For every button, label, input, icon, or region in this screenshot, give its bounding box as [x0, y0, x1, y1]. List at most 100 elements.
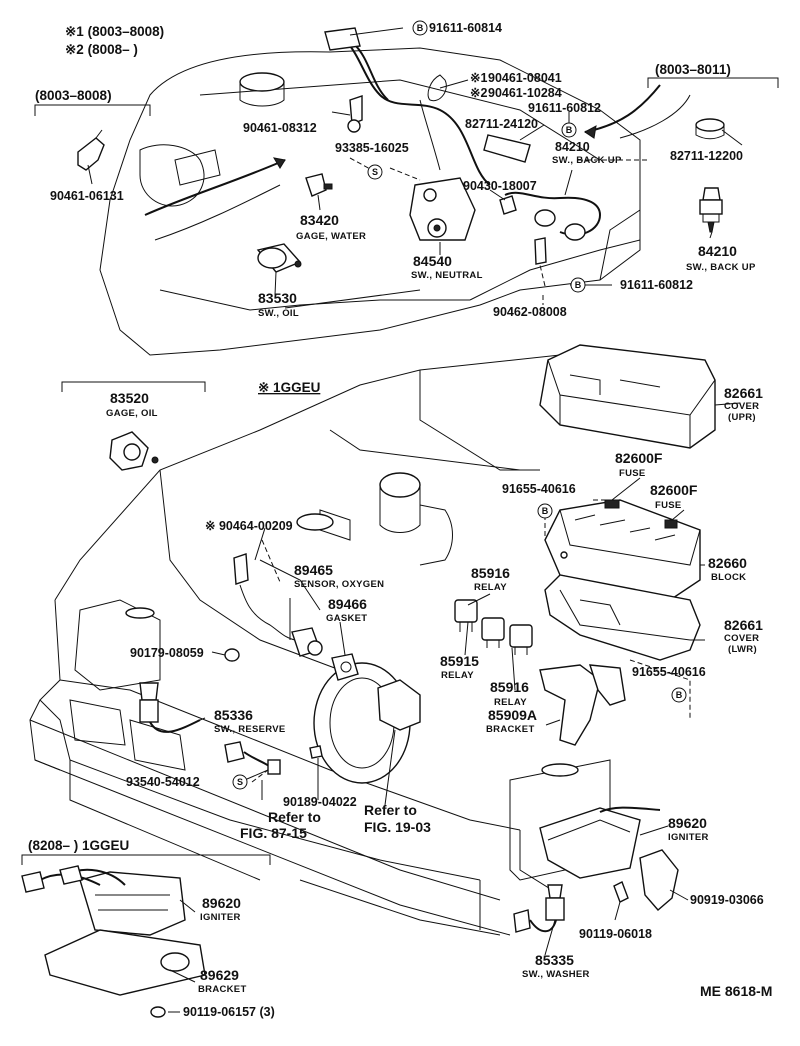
part-number: 89465 — [294, 562, 333, 578]
oxygen-sensor-illustration — [224, 553, 359, 681]
part-number: 84210 — [698, 243, 737, 259]
part-number: 91655-40616 — [632, 665, 706, 679]
part-number: 82660 — [708, 555, 747, 571]
relays-illustration — [454, 599, 533, 655]
part-number: 93385-16025 — [335, 141, 409, 155]
part-number: 85909A — [488, 707, 537, 723]
part-number: 85916 — [490, 679, 529, 695]
part-number: 89620 — [202, 895, 241, 911]
part-name: RELAY — [494, 697, 527, 708]
part-number: 82661 — [724, 617, 763, 633]
part-name: BRACKET — [486, 724, 535, 735]
svg-text:B: B — [676, 690, 683, 700]
part-number: 90461-08041 — [488, 71, 562, 85]
part-number: ※ 90464-00209 — [205, 519, 293, 533]
part-name: SW., OIL — [258, 308, 299, 319]
part-number: 91611-60812 — [620, 278, 693, 292]
diagram-code: ME 8618-M — [700, 983, 772, 999]
part-name: GAGE, OIL — [106, 408, 158, 419]
part-name-2: (LWR) — [728, 644, 757, 655]
part-number: 90461-06131 — [50, 189, 124, 203]
part-name: COVER — [724, 633, 759, 644]
note-2: ※2 (8008– ) — [65, 42, 138, 57]
svg-text:B: B — [566, 125, 573, 135]
svg-text:S: S — [237, 777, 243, 787]
svg-text:S: S — [372, 167, 378, 177]
part-number: 83520 — [110, 390, 149, 406]
svg-text:B: B — [575, 280, 582, 290]
inset-igniter-illustration — [21, 865, 206, 1018]
part-number: 85915 — [440, 653, 479, 669]
washer-switch-illustration — [513, 884, 565, 933]
badge-b: B — [537, 503, 553, 519]
badges: B B S B B B S — [232, 20, 687, 790]
badge-s: S — [367, 164, 383, 180]
badge-b: B — [671, 687, 687, 703]
part-number: 82661 — [724, 385, 763, 401]
part-number: 91655-40616 — [502, 482, 576, 496]
part-name: GASKET — [326, 613, 367, 624]
part-name: SENSOR, OXYGEN — [294, 579, 384, 590]
note-1ggeu: ※ 1GGEU — [258, 380, 320, 395]
part-name: BLOCK — [711, 572, 746, 583]
part-name: BRACKET — [198, 984, 247, 995]
note-1: ※1 (8003–8008) — [65, 24, 164, 39]
part-number: 82600F — [650, 482, 698, 498]
part-number: 89466 — [328, 596, 367, 612]
badge-b: B — [570, 277, 586, 293]
part-name: SW., BACK UP — [552, 155, 622, 166]
part-name: RELAY — [474, 582, 507, 593]
part-number: 91611-60814 — [429, 21, 502, 35]
part-number: 91611-60812 — [528, 101, 601, 115]
oil-gage-illustration — [109, 431, 159, 471]
part-number: 89629 — [200, 967, 239, 983]
leader-lines — [87, 27, 743, 1013]
badge-s: S — [232, 774, 248, 790]
part-name: IGNITER — [200, 912, 241, 923]
part-name: COVER — [724, 401, 759, 412]
part-name: SW., WASHER — [522, 969, 590, 980]
badge-b: B — [561, 122, 577, 138]
part-number: 83530 — [258, 290, 297, 306]
part-labels: 91611-60814 90461-08041 90461-10284 9046… — [50, 21, 764, 1019]
part-number: 82711-12200 — [670, 149, 743, 163]
part-name: FUSE — [655, 500, 682, 511]
engine-block-illustration — [77, 27, 725, 356]
range-inset: (8208– ) 1GGEU — [28, 838, 129, 853]
part-number: 90919-03066 — [690, 893, 764, 907]
part-name-2: (UPR) — [728, 412, 756, 423]
part-number: 90179-08059 — [130, 646, 204, 660]
part-number: 90189-04022 — [283, 795, 357, 809]
part-number: 93540-54012 — [126, 775, 200, 789]
part-name: SW., BACK UP — [686, 262, 756, 273]
part-number: 85916 — [471, 565, 510, 581]
part-number: 85336 — [214, 707, 253, 723]
relay-bracket-illustration — [539, 664, 626, 746]
figure-references: Refer to FIG. 87-15 Refer to FIG. 19-03 — [240, 802, 431, 841]
part-name: GAGE, WATER — [296, 231, 366, 242]
svg-text:B: B — [417, 23, 424, 33]
star-1: ※1 — [470, 71, 487, 85]
part-name: RELAY — [441, 670, 474, 681]
part-number: 90462-08008 — [493, 305, 567, 319]
part-name: SW., NEUTRAL — [411, 270, 483, 281]
fig-ref-19-line1: Refer to — [364, 802, 417, 818]
range-right: (8003–8011) — [655, 62, 731, 77]
part-number: 90461-08312 — [243, 121, 317, 135]
part-number: 90430-18007 — [463, 179, 537, 193]
range-brackets — [21, 77, 779, 865]
svg-text:B: B — [542, 506, 549, 516]
badge-b: B — [412, 20, 428, 36]
fig-ref-19-line2: FIG. 19-03 — [364, 819, 431, 835]
part-number: 82600F — [615, 450, 663, 466]
range-left: (8003–8008) — [35, 88, 112, 103]
fig-ref-87-line2: FIG. 87-15 — [240, 825, 307, 841]
part-number: 90119-06018 — [579, 927, 652, 941]
part-number: 84210 — [555, 140, 590, 154]
igniter-illustration — [539, 806, 679, 911]
part-number: 89620 — [668, 815, 707, 831]
part-number: 90119-06157 (3) — [183, 1005, 275, 1019]
vehicle-body-illustration — [29, 354, 701, 936]
fuse-block-illustration — [539, 344, 716, 661]
